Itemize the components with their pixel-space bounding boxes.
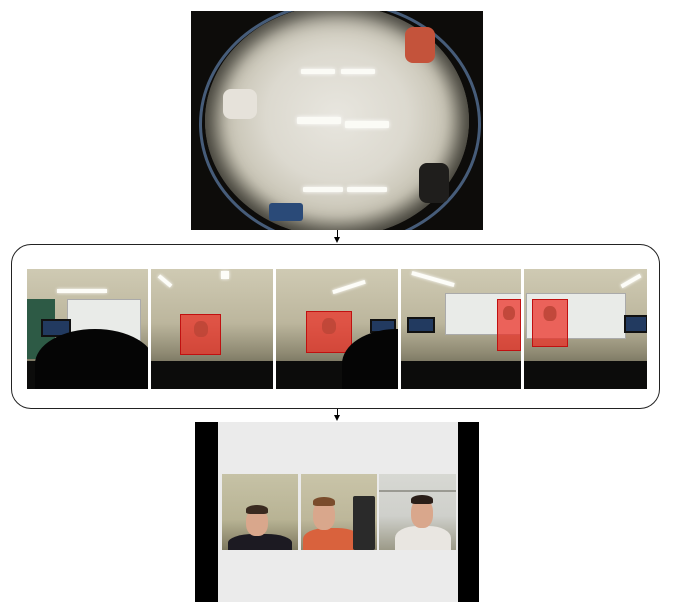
- person-face: [313, 500, 335, 530]
- person-face: [246, 508, 268, 536]
- fisheye-input-image: [191, 11, 483, 230]
- panorama-tile-3: [276, 269, 398, 389]
- monitor: [407, 317, 435, 333]
- fisheye-lens-rim: [199, 11, 481, 230]
- letterbox-left: [195, 422, 218, 602]
- person-detection-box: [180, 314, 221, 355]
- person-left: [223, 89, 257, 119]
- person-torso: [303, 528, 361, 550]
- lens-occlusion: [35, 329, 148, 389]
- ceiling-light: [57, 289, 107, 293]
- ceiling-light: [297, 117, 341, 124]
- panorama-tile-4: [401, 269, 521, 389]
- person-right: [419, 163, 449, 203]
- ceiling-light: [347, 187, 387, 192]
- flow-arrow-head: [334, 415, 340, 421]
- person-detection-box: [497, 299, 521, 351]
- person-detection-box: [306, 311, 352, 353]
- dark-panel: [353, 496, 375, 550]
- person-hair: [246, 505, 268, 514]
- ceiling-light: [341, 69, 375, 74]
- person-torso: [395, 526, 451, 550]
- panorama-tile-1: [27, 269, 148, 389]
- letterbox-right: [458, 422, 479, 602]
- monitor: [624, 315, 647, 333]
- flow-arrow-shaft: [337, 230, 338, 238]
- person-hair: [313, 497, 335, 506]
- panorama-tile-2: [151, 269, 273, 389]
- ceiling-light: [345, 121, 389, 128]
- flow-arrow-head: [334, 237, 340, 243]
- person-torso: [228, 534, 292, 550]
- ceiling-light: [301, 69, 335, 74]
- flow-arrow-shaft: [337, 409, 338, 416]
- speaker-crop-3: [379, 474, 456, 550]
- person-top-right: [405, 27, 435, 63]
- monitor: [269, 203, 303, 221]
- fisheye-lens-view: [205, 11, 469, 230]
- whiteboard-edge: [379, 490, 456, 492]
- person-detection-box: [532, 299, 568, 347]
- speaker-crop-1: [222, 474, 298, 550]
- speaker-crop-2: [301, 474, 377, 550]
- person-hair: [411, 495, 433, 504]
- ceiling-light: [221, 271, 229, 279]
- panorama-tile-5: [524, 269, 647, 389]
- ceiling-light: [303, 187, 343, 192]
- person-face: [411, 498, 433, 528]
